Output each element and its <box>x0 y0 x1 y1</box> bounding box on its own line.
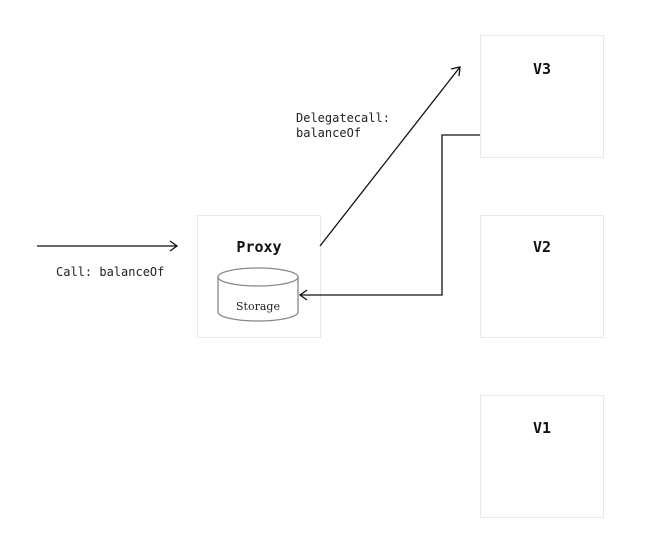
return-arrow <box>298 134 480 301</box>
v3-title: V3 <box>532 60 552 78</box>
v3-box: V3 <box>480 35 604 158</box>
proxy-title: Proxy <box>236 238 282 256</box>
storage-label: Storage <box>236 300 280 313</box>
call-arrow <box>37 240 179 252</box>
v1-box: V1 <box>480 395 604 518</box>
call-label: Call: balanceOf <box>56 265 165 279</box>
v2-title: V2 <box>532 238 552 256</box>
delegatecall-arrow <box>319 66 461 247</box>
delegatecall-label-line2: balanceOf <box>296 126 362 140</box>
delegatecall-label-line1: Delegatecall: <box>296 111 390 125</box>
v1-title: V1 <box>532 419 552 437</box>
v2-box: V2 <box>480 215 604 338</box>
storage-cylinder: Storage <box>217 267 299 322</box>
